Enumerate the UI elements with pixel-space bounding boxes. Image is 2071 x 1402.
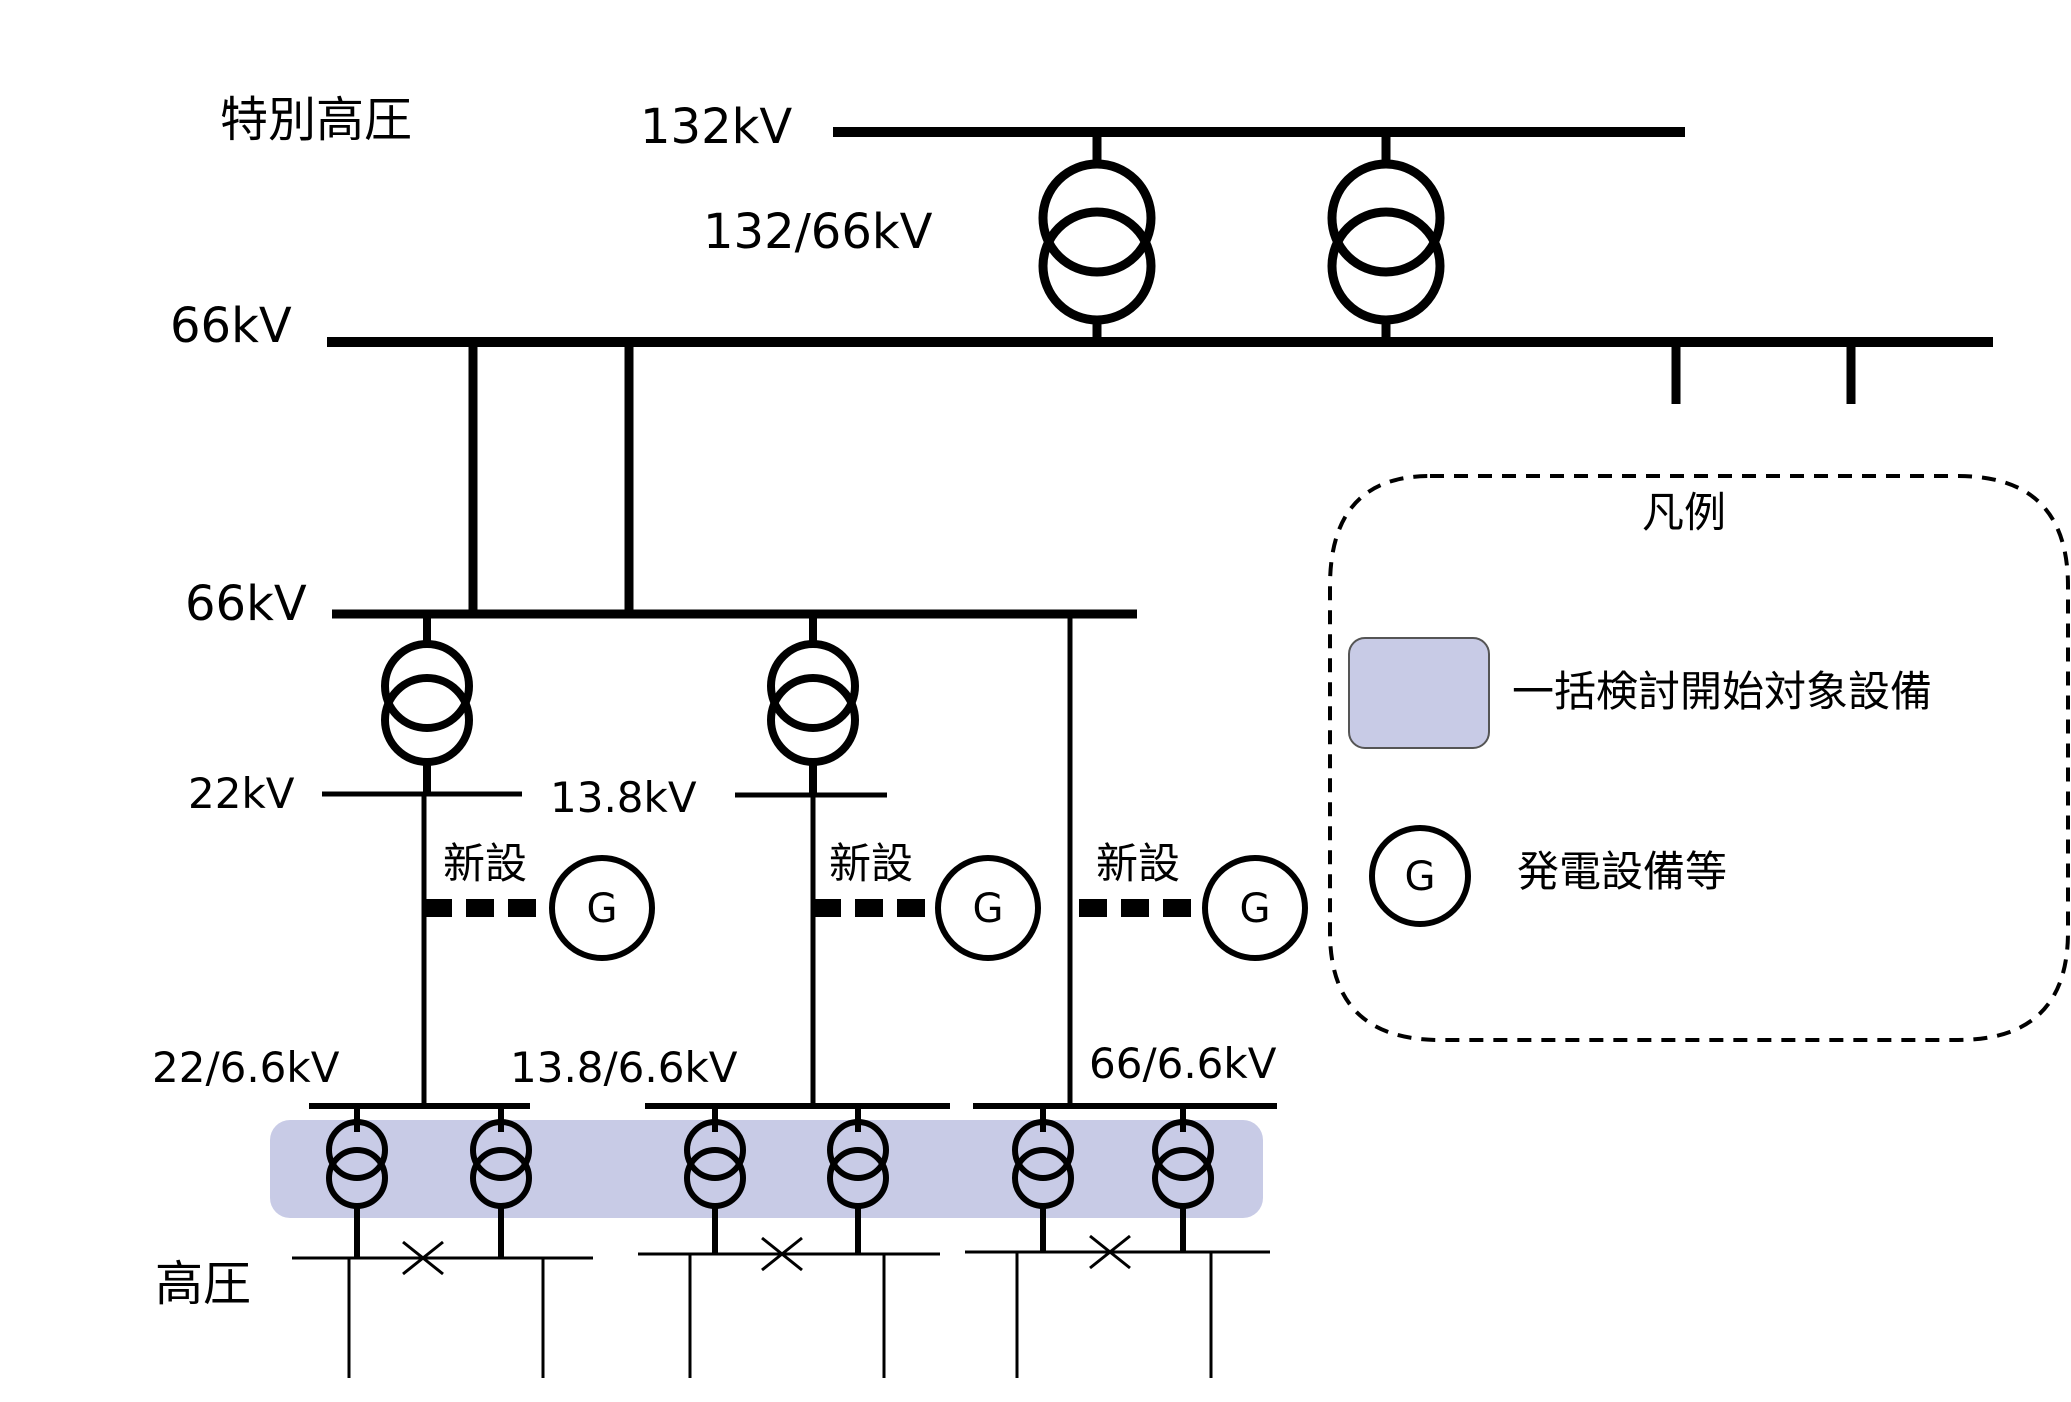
legend-target-swatch	[1348, 637, 1490, 749]
open-switch-icon	[1089, 1234, 1131, 1270]
transformer-66-13-8	[767, 614, 859, 794]
legend-target-label: 一括検討開始対象設備	[1512, 667, 1932, 716]
open-switch-icon	[402, 1240, 444, 1276]
generator-icon	[1369, 825, 1471, 927]
open-switch-icon	[761, 1236, 803, 1272]
generator-icon	[935, 855, 1041, 961]
legend-border	[1328, 474, 2070, 1042]
transformer-22-6-6-label: 22/6.6kV	[152, 1043, 340, 1092]
target-equipment-highlight	[270, 1120, 1263, 1218]
high-voltage-label: 高圧	[155, 1256, 251, 1312]
legend-title: 凡例	[1642, 488, 1726, 537]
transformer-66-6-6-label: 66/6.6kV	[1089, 1039, 1277, 1088]
legend-generator-symbol: G	[1405, 854, 1436, 900]
bus-13-8kv-label: 13.8kV	[550, 773, 697, 822]
hv-network-a	[292, 1256, 593, 1378]
distribution-transformer-a1	[326, 1106, 388, 1258]
transformer-132-66-b	[1327, 132, 1445, 342]
new-install-label-1: 新設	[443, 839, 527, 888]
distribution-transformer-b2	[827, 1106, 889, 1254]
generator-symbol-1: G	[587, 886, 618, 932]
distribution-transformer-c2	[1152, 1106, 1214, 1252]
transformer-132-66-label: 132/66kV	[703, 204, 933, 260]
hv-network-c	[965, 1250, 1270, 1378]
hv-network-b	[638, 1252, 940, 1378]
bus-22kv-label: 22kV	[188, 769, 295, 818]
extra-high-voltage-label: 特別高圧	[220, 92, 412, 148]
transformer-132-66-a	[1038, 132, 1156, 342]
distribution-transformer-c1	[1012, 1106, 1074, 1252]
bus-66kv-lower-label: 66kV	[185, 576, 307, 632]
distribution-transformer-a2	[470, 1106, 532, 1258]
distribution-transformer-b1	[684, 1106, 746, 1254]
bus-132kv-label: 132kV	[640, 99, 792, 155]
new-install-label-2: 新設	[829, 839, 913, 888]
legend-generator-label: 発電設備等	[1517, 847, 1727, 896]
generator-symbol-3: G	[1240, 886, 1271, 932]
transformer-66-22	[381, 614, 473, 794]
transformer-13-8-6-6-label: 13.8/6.6kV	[510, 1043, 738, 1092]
generator-icon	[1202, 855, 1308, 961]
bus-66kv-upper-label: 66kV	[170, 298, 292, 354]
new-install-label-3: 新設	[1096, 839, 1180, 888]
generator-symbol-2: G	[973, 886, 1004, 932]
legend: 凡例 一括検討開始対象設備 G 発電設備等	[1328, 474, 2070, 1042]
generator-icon	[549, 855, 655, 961]
